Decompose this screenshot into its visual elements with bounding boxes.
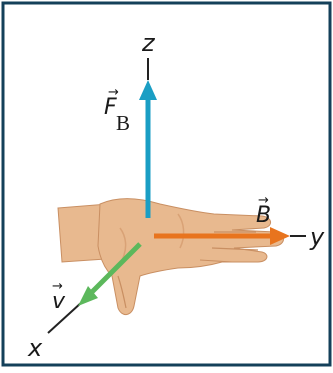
y-axis-label: y (309, 223, 325, 251)
field-letter: B (256, 203, 271, 228)
z-axis-label: z (141, 29, 156, 57)
force-subscript: B (116, 111, 130, 135)
velocity-letter: v (52, 289, 66, 314)
x-axis-label: x (27, 334, 43, 362)
field-label: → B (256, 193, 271, 228)
